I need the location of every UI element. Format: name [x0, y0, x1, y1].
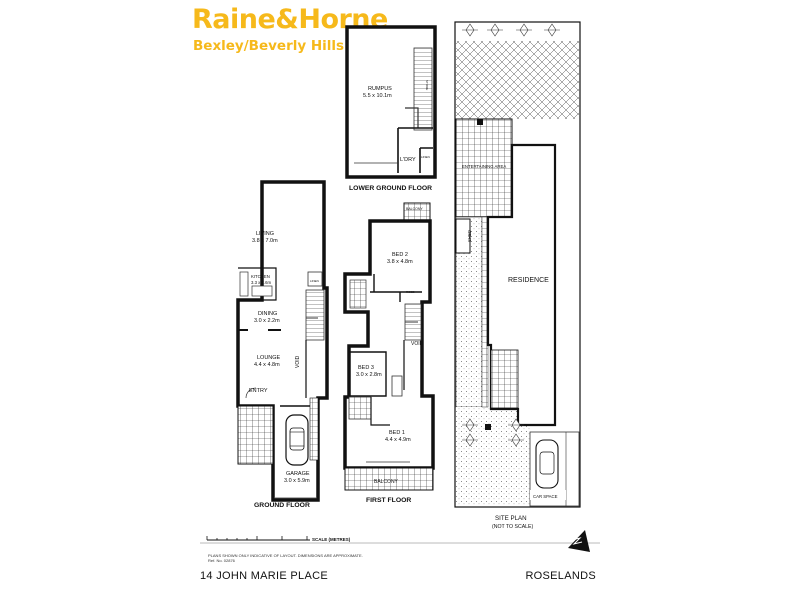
garage-size: 3.0 x 5.9m	[284, 478, 310, 484]
scale-label: SCALE (METRES)	[312, 537, 351, 542]
bed2-label: BED 2	[392, 252, 408, 258]
gf-void-label: VOID	[295, 355, 301, 368]
residence-label: RESIDENCE	[508, 277, 549, 284]
ground-floor-title: GROUND FLOOR	[254, 502, 310, 509]
first-floor: BALCONY BED 2 3.8 x 4.8m ROBE VOID BED 3…	[343, 202, 435, 491]
car-icon	[285, 414, 309, 466]
lower-ground-floor: RUMPUS 5.5 x 10.1m L'DRY LINEN STORE	[345, 25, 437, 179]
kitchen-label: KITCHEN	[251, 274, 270, 279]
property-suburb: ROSELANDS	[525, 570, 596, 582]
disclaimer: PLANS SHOWN ONLY INDICATIVE OF LAYOUT. D…	[208, 553, 363, 563]
site-plan-title: SITE PLAN	[495, 515, 527, 522]
shrub-icon	[462, 23, 560, 447]
laundry-label: L'DRY	[400, 157, 416, 163]
site-plan-subtitle: (NOT TO SCALE)	[492, 524, 533, 530]
living-size: 3.8 x 7.0m	[252, 238, 278, 244]
disclaimer-line1: PLANS SHOWN ONLY INDICATIVE OF LAYOUT. D…	[208, 553, 363, 558]
rumpus-size: 5.5 x 10.1m	[363, 93, 392, 99]
rumpus-label: RUMPUS	[368, 86, 392, 92]
balcony-top-label: BALCONY	[406, 207, 423, 211]
scale-bar: SCALE (METRES)	[200, 536, 600, 544]
site-plan: ENTERTAINING AREA SHED RESIDENCE CAR SPA…	[454, 21, 581, 508]
balcony-bottom-label: BALCONY	[374, 479, 399, 485]
entertaining-label: ENTERTAINING AREA	[462, 164, 506, 169]
robe-label: ROBE	[406, 290, 415, 294]
gf-linen-label: LINEN	[310, 279, 319, 283]
north-arrow-icon	[568, 530, 590, 552]
dining-label: DINING	[258, 311, 277, 317]
bed1-size: 4.4 x 4.9m	[385, 437, 411, 443]
dining-size: 3.0 x 2.2m	[254, 318, 280, 324]
bed2-size: 3.8 x 4.8m	[387, 259, 413, 265]
lounge-size: 4.4 x 4.8m	[254, 362, 280, 368]
shed-label: SHED	[467, 230, 472, 242]
bed3-label: BED 3	[358, 365, 374, 371]
disclaimer-ref: Ref. No. 02876	[208, 558, 235, 563]
property-address: 14 JOHN MARIE PLACE	[200, 570, 328, 582]
lower-ground-floor-title: LOWER GROUND FLOOR	[349, 185, 432, 192]
ground-floor: LIVING 3.8 x 7.0m KITCHEN 3.3 x 2.6m DIN…	[236, 180, 329, 502]
office-name: Bexley/Beverly Hills	[193, 38, 345, 54]
first-floor-title: FIRST FLOOR	[366, 497, 411, 504]
garage-label: GARAGE	[286, 471, 310, 477]
entry-label: ENTRY	[249, 388, 268, 394]
car-icon	[535, 439, 559, 489]
living-label: LIVING	[256, 231, 274, 237]
car-space-label: CAR SPACE	[533, 494, 558, 499]
ff-void-label: VOID	[411, 341, 424, 347]
bed3-size: 3.0 x 2.8m	[356, 372, 382, 378]
store-label: STORE	[425, 80, 429, 90]
kitchen-size: 3.3 x 2.6m	[251, 280, 271, 285]
bed1-label: BED 1	[389, 430, 405, 436]
lounge-label: LOUNGE	[257, 355, 281, 361]
lgf-linen-label: LINEN	[421, 155, 430, 159]
